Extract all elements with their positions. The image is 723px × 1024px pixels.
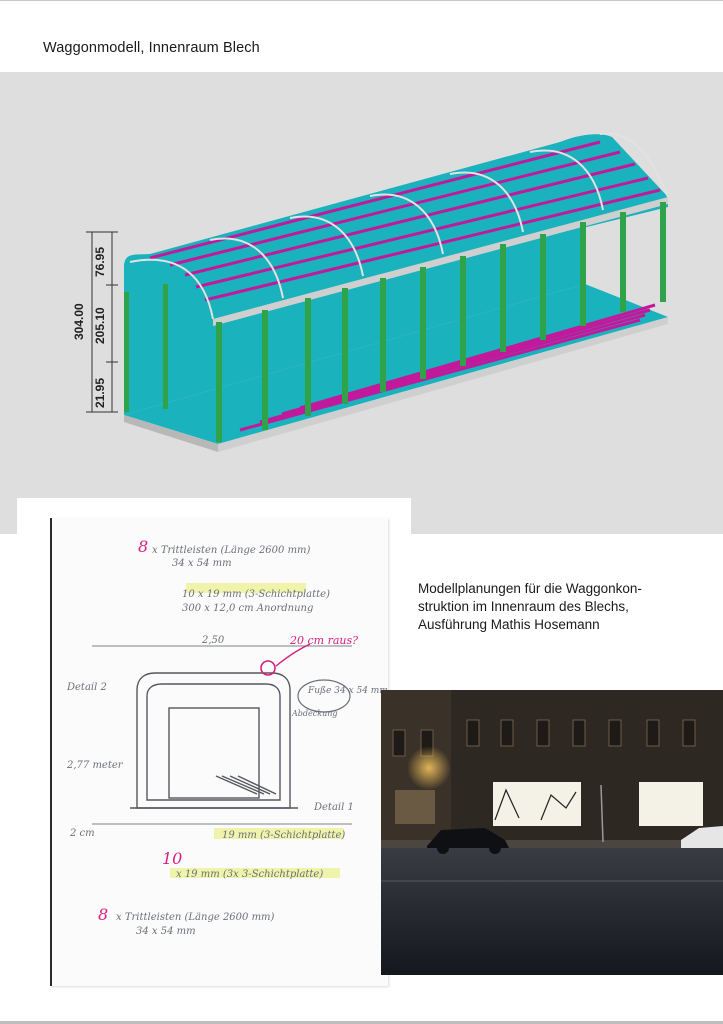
hand-sketch: x Trittleisten (Länge 2600 mm) 34 x 54 m… — [17, 498, 411, 991]
photo-drawing — [381, 690, 723, 975]
sketch-note-9: Detail 1 — [313, 802, 354, 813]
dim-total-label: 304.00 — [72, 303, 86, 340]
sketch-note-12-num: 10 — [162, 849, 182, 868]
floor-front-rail — [124, 415, 218, 452]
top-rule — [0, 0, 723, 1]
lit-window-2 — [533, 782, 581, 826]
wagon-posts — [124, 202, 666, 442]
sketch-note-13-text: x Trittleisten (Länge 2600 mm) — [116, 912, 275, 923]
top-rail — [213, 197, 668, 326]
sketch-note-10: 2 cm — [69, 828, 95, 839]
sketch-note-12-text: x 19 mm (3x 3-Schichtplatte) — [176, 869, 323, 880]
sketch-note-8: 2,77 meter — [66, 760, 124, 771]
sketch-paper: x Trittleisten (Länge 2600 mm) 34 x 54 m… — [50, 518, 388, 986]
dim-middle-label: 205.10 — [93, 307, 107, 344]
caption-line-2: struktion im Innenraum des Blechs, — [418, 599, 629, 614]
sketch-note-1-text: x Trittleisten (Länge 2600 mm) — [152, 545, 311, 556]
lit-window-3 — [639, 782, 703, 826]
sketch-drawing: x Trittleisten (Länge 2600 mm) 34 x 54 m… — [66, 537, 388, 937]
sketch-note-4: 20 cm raus? — [289, 634, 358, 647]
dim-top-label: 76.95 — [93, 247, 107, 277]
sketch-note-5: Detail 2 — [66, 682, 107, 693]
page-title: Waggonmodell, Innenraum Blech — [43, 40, 260, 56]
sketch-note-13-num: 8 — [98, 905, 108, 924]
sketch-note-13-sub: 34 x 54 mm — [136, 926, 196, 937]
night-street-photo — [381, 690, 723, 975]
sketch-note-7: Abdeckung — [291, 709, 338, 718]
floor-side-rail — [218, 317, 668, 452]
parked-car — [427, 828, 509, 854]
caption-line-1: Modellplanungen für die Waggonkon- — [418, 581, 642, 596]
sketch-note-11: 19 mm (3-Schichtplatte) — [222, 830, 345, 841]
wagon-model-render: 304.00 76.95 205.10 21.95 — [0, 72, 723, 534]
sketch-note-1-num: 8 — [138, 537, 148, 556]
sketch-note-6: Fuße 34 x 54 mm — [307, 686, 388, 696]
dimension-lines — [86, 231, 118, 413]
roof-arches — [129, 132, 669, 320]
sketch-note-1-sub: 34 x 54 mm — [172, 558, 232, 569]
sketch-note-3: 2,50 — [201, 635, 225, 646]
sketch-note-2-text: 10 x 19 mm (3-Schichtplatte) — [182, 589, 330, 600]
sketch-wagon — [92, 645, 352, 825]
sketch-note-2-sub: 300 x 12,0 cm Anordnung — [182, 603, 313, 614]
figure-caption: Modellplanungen für die Waggonkon- struk… — [418, 580, 708, 634]
bottom-rule — [0, 1021, 723, 1024]
wagon-model-drawing: 304.00 76.95 205.10 21.95 — [72, 132, 669, 452]
caption-line-3: Ausführung Mathis Hosemann — [418, 617, 600, 632]
wagon-floor — [124, 284, 668, 444]
dim-bottom-label: 21.95 — [93, 378, 107, 408]
